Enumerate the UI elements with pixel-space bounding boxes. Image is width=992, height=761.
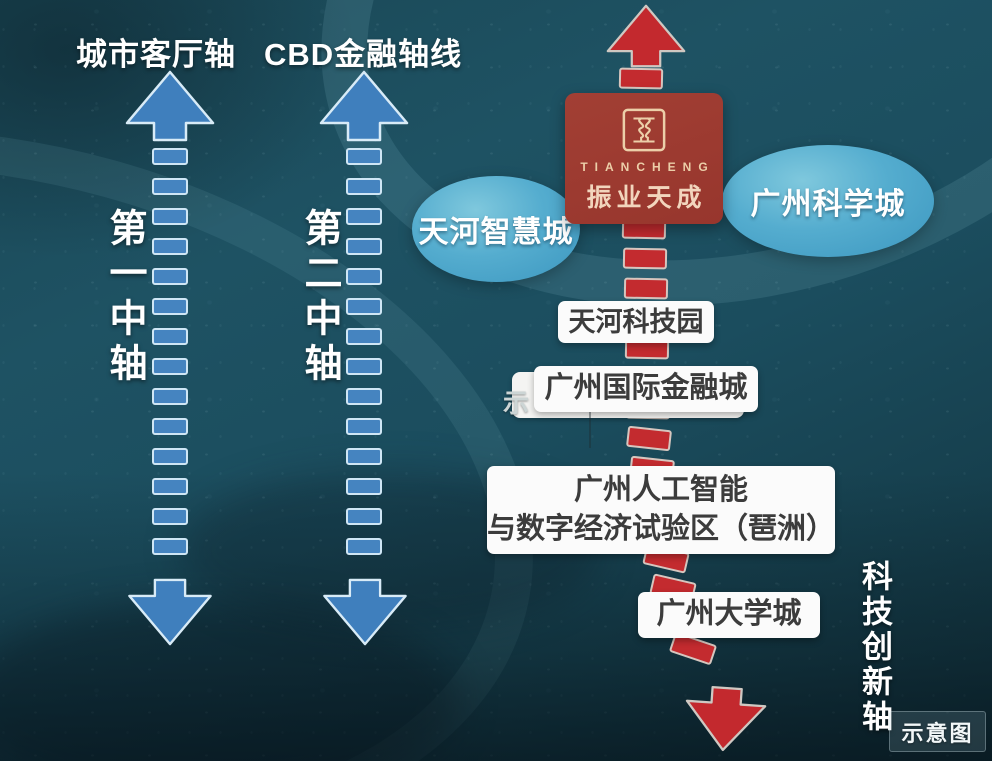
up-arrow-icon (125, 70, 215, 142)
axis-dash (346, 358, 382, 375)
axis-dash (152, 268, 188, 285)
axis-dash (346, 538, 382, 555)
zone-ellipse-guangzhou-science-city: 广州科学城 (722, 145, 934, 257)
axis-dash (618, 67, 664, 90)
axis-dash (152, 298, 188, 315)
axis-dash (152, 238, 188, 255)
first-central-axis-label: 第一中轴 (103, 208, 145, 388)
up-arrow-icon (319, 70, 409, 142)
axis-dash (152, 478, 188, 495)
tiancheng-logo: TIANCHENG 振业天成 (565, 93, 723, 224)
logo-chinese-name: 振业天成 (586, 185, 707, 212)
axis-dash (152, 448, 188, 465)
landmark-label-line1: 广州人工智能 (573, 473, 748, 506)
axis-dash (625, 425, 672, 452)
axis-dash (346, 298, 382, 315)
red-up-arrow-icon (606, 4, 686, 68)
axis-dash (346, 508, 382, 525)
axis-dash (152, 418, 188, 435)
tiancheng-seal-icon (622, 108, 666, 152)
second-central-axis-label: 第二中轴 (298, 208, 340, 388)
legend-label: 示意图 (901, 720, 974, 746)
axis-dash (346, 328, 382, 345)
axis-dash (152, 358, 188, 375)
axis-dash (152, 538, 188, 555)
landmark-box-intl-finance-city: 广州国际金融城 (534, 366, 758, 412)
axis-dash (346, 388, 382, 405)
zone-ellipse-tianhe-smart-city: 天河智慧城 (412, 176, 580, 282)
axis-dash (152, 328, 188, 345)
legend-box: 示意图 (889, 711, 986, 752)
partially-hidden-text: 示 (503, 388, 530, 418)
axis-dash (152, 178, 188, 195)
landmark-label: 天河科技园 (568, 306, 704, 337)
axis-dash (623, 277, 668, 300)
axis-dash (152, 388, 188, 405)
tech-innovation-axis-label: 科技创新轴 (857, 560, 892, 735)
landmark-label: 广州大学城 (656, 598, 802, 631)
axis-dash (346, 178, 382, 195)
axis-dash (622, 247, 668, 270)
down-arrow-icon (128, 578, 212, 646)
axis-dash (152, 148, 188, 165)
zone-label: 广州科学城 (750, 188, 906, 221)
axis-dash (346, 478, 382, 495)
down-arrow-icon (323, 578, 407, 646)
red-down-arrow-icon (685, 685, 767, 752)
landmark-box-university-town: 广州大学城 (638, 592, 820, 638)
logo-english-name: TIANCHENG (580, 160, 715, 174)
landmark-box-ai-digital-economy-zone: 广州人工智能 与数字经济试验区（琶洲） (487, 466, 835, 554)
landmark-box-tianhe-tech-park: 天河科技园 (558, 301, 714, 343)
axis2-title: CBD金融轴线 (264, 37, 463, 72)
axis-dash (346, 268, 382, 285)
axis-dash (152, 508, 188, 525)
zone-label: 天河智慧城 (418, 216, 574, 249)
landmark-label: 广州国际金融城 (544, 372, 748, 405)
axis-dash (152, 208, 188, 225)
axis-dash (346, 448, 382, 465)
landmark-label-line2: 与数字经济试验区（琶洲） (487, 513, 836, 545)
axis-dash (346, 238, 382, 255)
axis-dash (346, 208, 382, 225)
axis1-title: 城市客厅轴 (76, 37, 236, 72)
axis-dash (346, 418, 382, 435)
axis-dash (346, 148, 382, 165)
